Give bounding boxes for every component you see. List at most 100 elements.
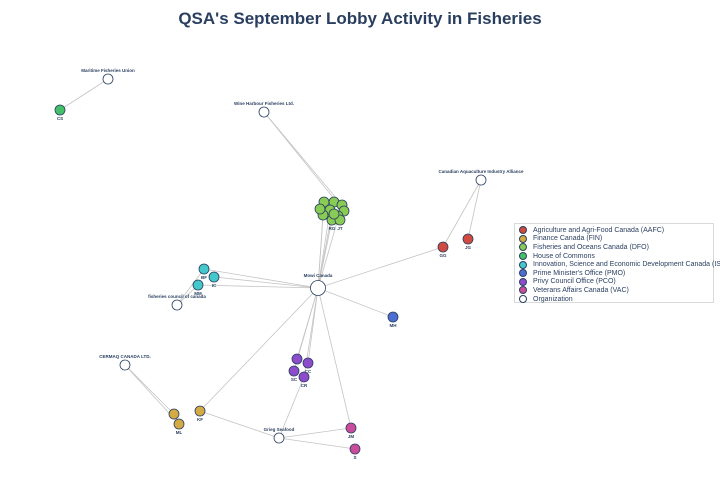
edge-mowi-mh	[317, 287, 394, 318]
edge-grieg-jm	[278, 427, 352, 439]
node-circle[interactable]	[194, 405, 206, 417]
node-ml[interactable]: ML	[173, 418, 185, 435]
node-circle[interactable]	[345, 422, 357, 434]
node-label: JG	[465, 245, 472, 250]
legend-label: Fisheries and Oceans Canada (DFO)	[533, 243, 649, 251]
legend-item-org[interactable]: Organization	[519, 295, 709, 304]
node-s[interactable]: S	[349, 443, 361, 460]
node-circle[interactable]	[173, 418, 185, 430]
legend-swatch	[519, 243, 527, 252]
node-circle[interactable]	[349, 443, 361, 455]
node-circle[interactable]	[387, 311, 399, 323]
legend-item-pmo[interactable]: Prime Minister's Office (PMO)	[519, 269, 709, 278]
edge-layer	[59, 78, 482, 450]
node-caia[interactable]: Canadian Aquaculture Industry Alliance	[439, 169, 524, 186]
node-circle[interactable]	[437, 241, 449, 253]
legend-label: Innovation, Science and Economic Develop…	[533, 261, 720, 269]
node-label: Mowi Canada	[304, 273, 333, 278]
node-jm[interactable]: JM	[345, 422, 357, 439]
edge-fcc-bf	[176, 268, 205, 306]
node-circle[interactable]	[168, 408, 180, 420]
node-circle[interactable]	[298, 371, 310, 383]
edge-mowi-mm	[197, 284, 319, 289]
node-layer: Mowi Canada Maritime Fisheries UnionWine …	[54, 68, 524, 460]
node-label: ML	[176, 430, 183, 435]
edge-mowi-bf	[203, 268, 319, 289]
edge-grieg-kf	[199, 410, 280, 439]
node-bf[interactable]: BF	[198, 263, 210, 280]
node-mm[interactable]: MM	[192, 279, 204, 296]
legend-swatch	[519, 295, 527, 304]
edge-mowi-jm	[317, 287, 352, 429]
legend-item-pco[interactable]: Privy Council Office (PCO)	[519, 277, 709, 287]
node-circle[interactable]	[119, 359, 131, 371]
node-circle[interactable]	[198, 263, 210, 275]
legend-item-dfo[interactable]: Fisheries and Oceans Canada (DFO)	[519, 243, 709, 252]
node-circle[interactable]	[288, 365, 300, 377]
legend-swatch	[519, 234, 527, 243]
node-circle[interactable]	[462, 233, 474, 245]
node-cs[interactable]: CS	[54, 104, 66, 121]
node-d10[interactable]	[314, 203, 326, 215]
node-jg[interactable]: JG	[462, 233, 474, 250]
node-kf[interactable]: KF	[194, 405, 206, 422]
edge-grieg-s	[278, 437, 356, 450]
node-circle[interactable]	[310, 280, 326, 296]
node-cermaq[interactable]: CERMAQ CANADA LTD.	[99, 354, 151, 371]
edge-grieg-cr	[278, 376, 305, 439]
legend-swatch	[519, 286, 527, 295]
node-mowi[interactable]: Mowi Canada	[304, 273, 333, 296]
node-label: Canadian Aquaculture Industry Alliance	[439, 169, 524, 174]
node-cc[interactable]: CC	[302, 357, 314, 374]
node-f1[interactable]	[168, 408, 180, 420]
legend-item-aafc[interactable]: Agriculture and Agri-Food Canada (AAFC)	[519, 226, 709, 235]
node-gg[interactable]: GG	[437, 241, 449, 258]
legend-swatch	[519, 252, 527, 261]
legend-item-ised[interactable]: Innovation, Science and Economic Develop…	[519, 260, 720, 269]
node-label: CR	[301, 383, 308, 388]
node-circle[interactable]	[102, 73, 114, 85]
node-circle[interactable]	[208, 271, 220, 283]
legend-label: Privy Council Office (PCO)	[533, 278, 616, 286]
node-p1[interactable]	[291, 353, 303, 365]
node-mh[interactable]: MH	[387, 311, 399, 328]
node-label: S	[353, 455, 356, 460]
node-circle[interactable]	[328, 208, 340, 220]
node-fcc[interactable]: fisheries council of canada	[148, 294, 206, 311]
edge-caia-gg	[442, 179, 482, 248]
node-label: MM	[194, 291, 202, 296]
edge-mfu-cs	[59, 78, 109, 111]
legend-item-vac[interactable]: Veterans Affairs Canada (VAC)	[519, 286, 709, 295]
node-mfu[interactable]: Maritime Fisheries Union	[81, 68, 135, 85]
legend-item-hoc[interactable]: House of Commons	[519, 252, 709, 261]
edge-whf-d5	[263, 111, 345, 212]
legend: Agriculture and Agri-Food Canada (AAFC)F…	[514, 223, 720, 304]
node-ic[interactable]: IC	[208, 271, 220, 288]
node-label: CS	[57, 116, 63, 121]
page-title: QSA's September Lobby Activity in Fisher…	[178, 9, 542, 28]
legend-swatch	[519, 260, 527, 269]
legend-swatch	[519, 277, 527, 286]
legend-item-fin[interactable]: Finance Canada (FIN)	[519, 234, 709, 244]
node-circle[interactable]	[171, 299, 183, 311]
node-circle[interactable]	[302, 357, 314, 369]
node-sc[interactable]: SC	[288, 365, 300, 382]
node-cr[interactable]: CR	[298, 371, 310, 388]
node-circle[interactable]	[475, 174, 487, 186]
node-label: RG	[329, 226, 336, 231]
node-circle[interactable]	[192, 279, 204, 291]
edge-mowi-gg	[317, 246, 444, 289]
node-circle[interactable]	[291, 353, 303, 365]
node-label: SC	[291, 377, 298, 382]
node-label: CERMAQ CANADA LTD.	[99, 354, 151, 359]
edge-mowi-ic	[213, 276, 319, 289]
legend-label: Prime Minister's Office (PMO)	[533, 269, 626, 277]
node-circle[interactable]	[314, 203, 326, 215]
node-circle[interactable]	[258, 106, 270, 118]
node-label: BF	[201, 275, 207, 280]
node-whf[interactable]: Wine Harbour Fisheries Ltd.	[234, 101, 294, 118]
node-grieg[interactable]: Grieg Seafood	[264, 427, 295, 444]
node-d11[interactable]	[328, 208, 340, 220]
node-circle[interactable]	[273, 432, 285, 444]
node-circle[interactable]	[54, 104, 66, 116]
